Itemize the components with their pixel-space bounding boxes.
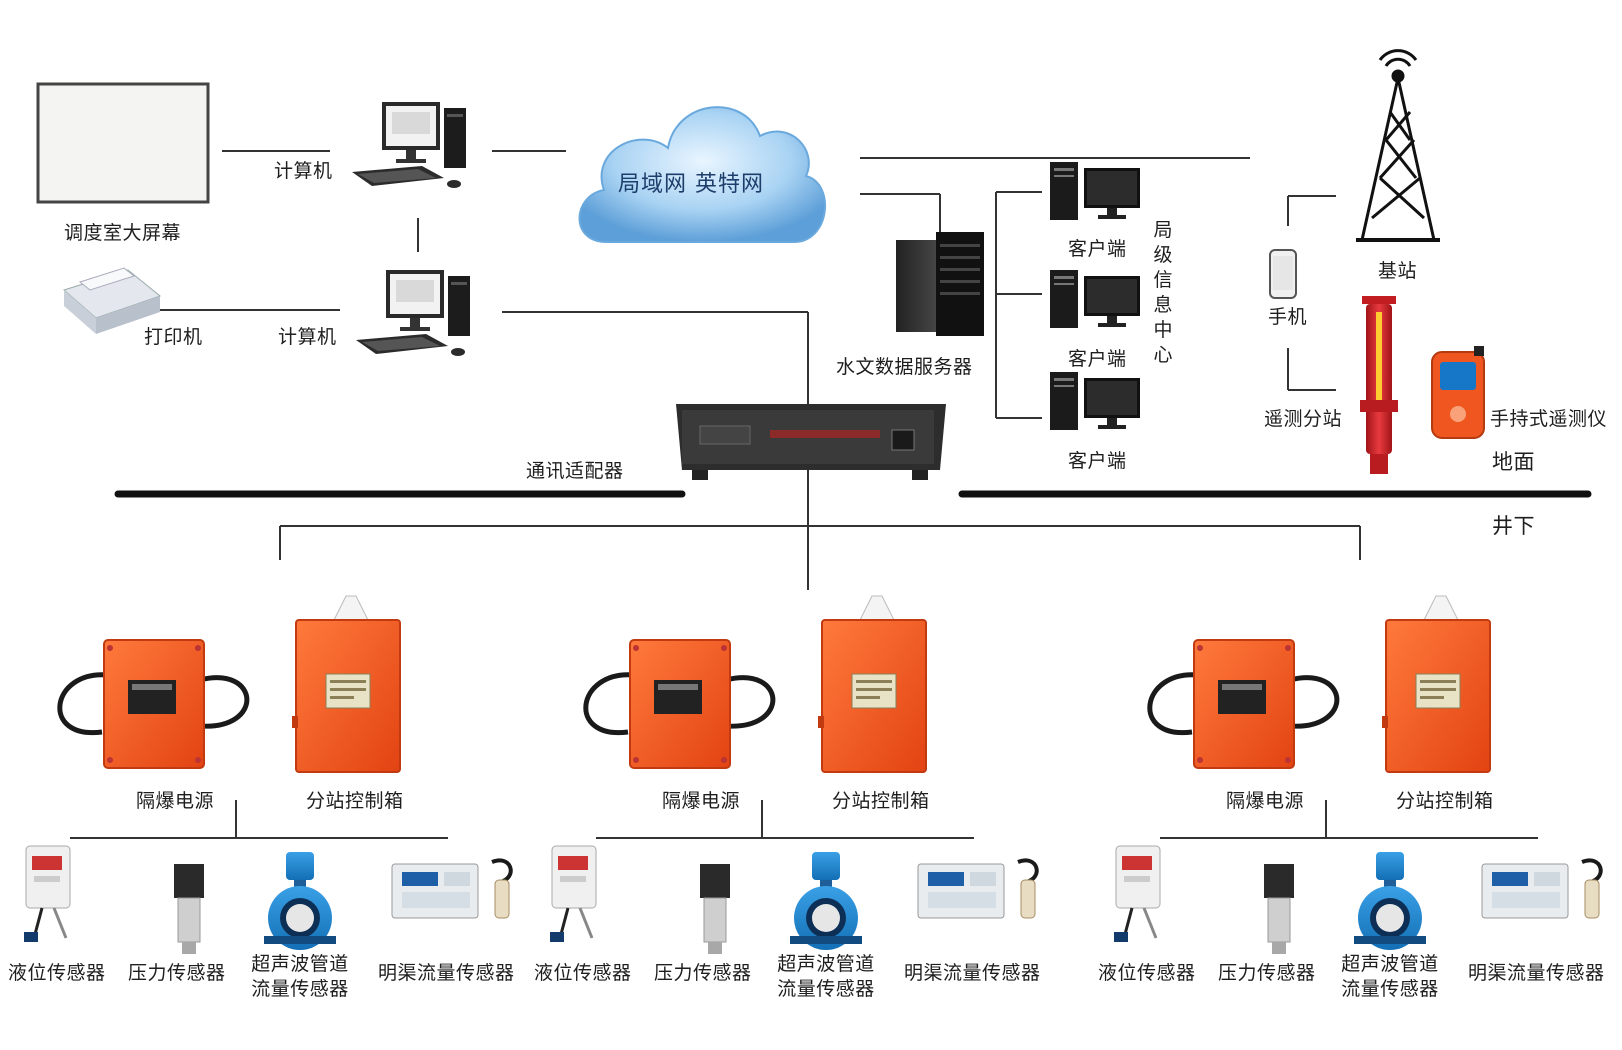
group-2 <box>548 595 1039 955</box>
client-1-icon <box>1050 162 1140 220</box>
control-box-icon <box>817 595 927 773</box>
client-3-icon <box>1050 372 1140 430</box>
control-box-icon <box>1381 595 1491 773</box>
sensor-label-level-sensor: 液位传感器 <box>1098 962 1196 984</box>
power-box-icon <box>1150 640 1337 768</box>
group-lines <box>70 800 448 839</box>
remote-substation-icon <box>1360 296 1398 474</box>
power-box-icon <box>586 640 773 768</box>
pressure-sensor-icon <box>1263 863 1295 955</box>
power-box-icon <box>60 640 247 768</box>
level-sensor-icon <box>1112 844 1162 944</box>
printer-label: 打印机 <box>144 326 203 348</box>
cloud-label: 局域网 英特网 <box>618 172 764 197</box>
power-label: 隔爆电源 <box>662 790 741 812</box>
level-sensor-icon <box>22 844 72 944</box>
handheld-device-icon <box>1431 346 1485 439</box>
sensor-label-pressure-sensor: 压力传感器 <box>654 962 752 984</box>
base-station-label: 基站 <box>1378 260 1418 282</box>
tower-icon <box>1356 49 1440 242</box>
sensor-label-pipe-flow-sensor: 超声波管道流量传感器 <box>1341 953 1439 1000</box>
level-sensor-icon <box>548 844 598 944</box>
phone-label: 手机 <box>1268 306 1308 328</box>
group-lines <box>1160 800 1538 839</box>
controller-label: 分站控制箱 <box>1396 790 1494 812</box>
client-2-label: 客户端 <box>1068 348 1127 370</box>
channel-flow-sensor-icon <box>1480 858 1603 920</box>
comm-adapter-icon <box>676 404 946 480</box>
pipe-flow-sensor-icon <box>264 852 336 950</box>
controller-label: 分站控制箱 <box>832 790 930 812</box>
big-screen-icon <box>36 82 210 204</box>
sensor-label-channel-flow-sensor: 明渠流量传感器 <box>904 962 1041 984</box>
pipe-flow-sensor-icon <box>790 852 862 950</box>
info-center-label: 局级信息中心 <box>1153 219 1173 366</box>
phone-icon <box>1269 249 1297 299</box>
big-screen-label: 调度室大屏幕 <box>64 222 182 244</box>
pressure-sensor-icon <box>699 863 731 955</box>
power-label: 隔爆电源 <box>1226 790 1305 812</box>
adapter-label: 通讯适配器 <box>526 460 624 482</box>
printer-icon <box>62 267 162 334</box>
computer-2-icon <box>356 270 470 356</box>
server-icon <box>896 232 984 336</box>
ground-label: 地面 <box>1492 450 1535 474</box>
remote-substation-label: 遥测分站 <box>1264 408 1343 430</box>
computer-2-label: 计算机 <box>278 326 337 348</box>
underground-groups <box>22 595 1603 955</box>
sensor-label-pipe-flow-sensor: 超声波管道流量传感器 <box>777 953 875 1000</box>
computer-1-icon <box>352 102 466 188</box>
sensor-label-channel-flow-sensor: 明渠流量传感器 <box>378 962 515 984</box>
computer-1-label: 计算机 <box>274 160 333 182</box>
channel-flow-sensor-icon <box>390 858 513 920</box>
group-lines <box>596 800 974 839</box>
pressure-sensor-icon <box>173 863 205 955</box>
sensor-label-level-sensor: 液位传感器 <box>8 962 106 984</box>
cloud-icon <box>578 106 827 244</box>
group-3 <box>1112 595 1603 955</box>
client-1-label: 客户端 <box>1068 238 1127 260</box>
controller-label: 分站控制箱 <box>306 790 404 812</box>
sensor-label-pressure-sensor: 压力传感器 <box>128 962 226 984</box>
pipe-flow-sensor-icon <box>1354 852 1426 950</box>
sensor-label-level-sensor: 液位传感器 <box>534 962 632 984</box>
sensor-label-pressure-sensor: 压力传感器 <box>1218 962 1316 984</box>
channel-flow-sensor-icon <box>916 858 1039 920</box>
group-1 <box>22 595 513 955</box>
sensor-label-pipe-flow-sensor: 超声波管道流量传感器 <box>251 953 349 1000</box>
client-2-icon <box>1050 270 1140 328</box>
connection-lines <box>160 150 1361 590</box>
control-box-icon <box>291 595 401 773</box>
power-label: 隔爆电源 <box>136 790 215 812</box>
client-3-label: 客户端 <box>1068 450 1127 472</box>
server-label: 水文数据服务器 <box>836 356 973 378</box>
underground-label: 井下 <box>1492 514 1535 538</box>
handheld-label: 手持式遥测仪 <box>1490 408 1608 430</box>
sensor-label-channel-flow-sensor: 明渠流量传感器 <box>1468 962 1605 984</box>
